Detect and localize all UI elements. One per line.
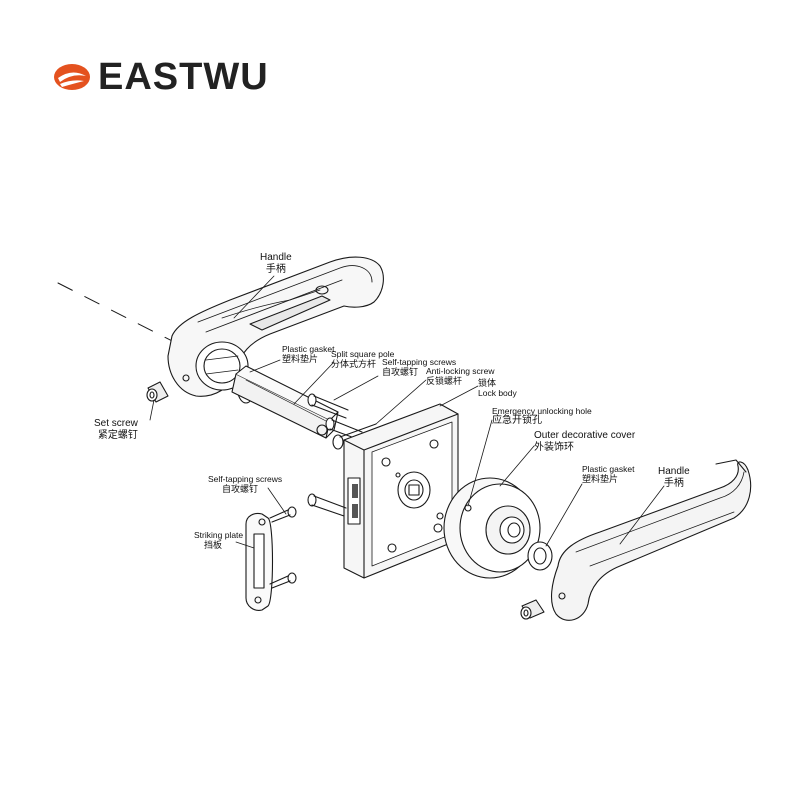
self-tapping-screws-top-part — [307, 393, 363, 441]
label-handle-right: Handle 手柄 — [658, 466, 690, 490]
label-emergency-hole: Emergency unlocking hole 应急开锁孔 — [492, 406, 592, 426]
set-screw-left-part — [146, 381, 169, 403]
label-self-tapping-top-en: Self-tapping screws — [382, 357, 457, 367]
label-plastic-gasket-left-en: Plastic gasket — [282, 344, 335, 354]
label-split-square-pole: Split square pole 分体式方杆 — [331, 349, 394, 369]
label-lock-body: 锁体 Lock body — [478, 378, 517, 398]
label-self-tapping-top-cn: 自攻螺钉 — [382, 367, 419, 377]
label-handle-left-cn: 手柄 — [265, 264, 286, 275]
label-anti-locking-screw-en: Anti-locking screw — [426, 366, 495, 376]
label-plastic-gasket-right-en: Plastic gasket — [582, 464, 635, 474]
label-set-screw-en: Set screw — [94, 418, 138, 429]
label-outer-cover-en: Outer decorative cover — [534, 430, 636, 441]
label-plastic-gasket-right: Plastic gasket 塑料垫片 — [582, 464, 634, 484]
outer-decorative-cover-part — [443, 477, 541, 579]
label-emergency-hole-en: Emergency unlocking hole — [492, 406, 592, 416]
striking-plate-part — [245, 512, 274, 611]
plastic-gasket-right-part — [527, 541, 553, 571]
leader-lines — [149, 275, 665, 549]
label-set-screw-cn: 紧定螺钉 — [97, 430, 138, 441]
label-handle-right-cn: 手柄 — [663, 478, 684, 489]
label-self-tapping-left-en: Self-tapping screws — [208, 474, 283, 484]
label-lock-body-en: Lock body — [478, 388, 517, 398]
label-striking-plate: Striking plate 挡板 — [194, 530, 243, 550]
anti-locking-screw-part — [332, 423, 377, 450]
label-striking-plate-en: Striking plate — [194, 530, 244, 540]
label-anti-locking-screw-cn: 反锁螺杆 — [426, 376, 463, 386]
label-outer-cover-cn: 外装饰环 — [534, 442, 574, 453]
label-striking-plate-cn: 挡板 — [204, 540, 223, 550]
label-plastic-gasket-left-cn: 塑料垫片 — [282, 354, 319, 364]
self-tapping-screws-left-part — [269, 493, 347, 589]
left-handle-part — [167, 256, 384, 397]
label-self-tapping-left-cn: 自攻螺钉 — [222, 484, 259, 494]
label-plastic-gasket-left: Plastic gasket 塑料垫片 — [282, 344, 334, 364]
label-lock-body-cn: 锁体 — [478, 378, 497, 388]
label-self-tapping-top: Self-tapping screws 自攻螺钉 — [382, 357, 456, 377]
label-set-screw: Set screw 紧定螺钉 — [94, 418, 138, 442]
label-split-square-pole-en: Split square pole — [331, 349, 395, 359]
right-handle-part — [550, 459, 752, 621]
eastwu-logo-icon — [54, 64, 90, 90]
label-plastic-gasket-right-cn: 塑料垫片 — [582, 474, 619, 484]
label-handle-right-en: Handle — [658, 466, 690, 477]
brand-logo: EASTWU — [52, 52, 269, 102]
axis-dashed-line — [57, 282, 183, 347]
set-screw-right-part — [520, 599, 545, 620]
label-handle-left-en: Handle — [260, 252, 292, 263]
label-emergency-hole-cn: 应急开锁孔 — [492, 415, 542, 426]
label-handle-left: Handle 手柄 — [260, 252, 292, 276]
label-split-square-pole-cn: 分体式方杆 — [331, 359, 377, 369]
label-anti-locking-screw: Anti-locking screw 反锁螺杆 — [426, 366, 495, 386]
lock-body-part — [343, 403, 459, 579]
label-self-tapping-left: Self-tapping screws 自攻螺钉 — [208, 474, 282, 494]
label-outer-cover: Outer decorative cover 外装饰环 — [534, 430, 635, 454]
brand-name: EASTWU — [98, 56, 269, 98]
